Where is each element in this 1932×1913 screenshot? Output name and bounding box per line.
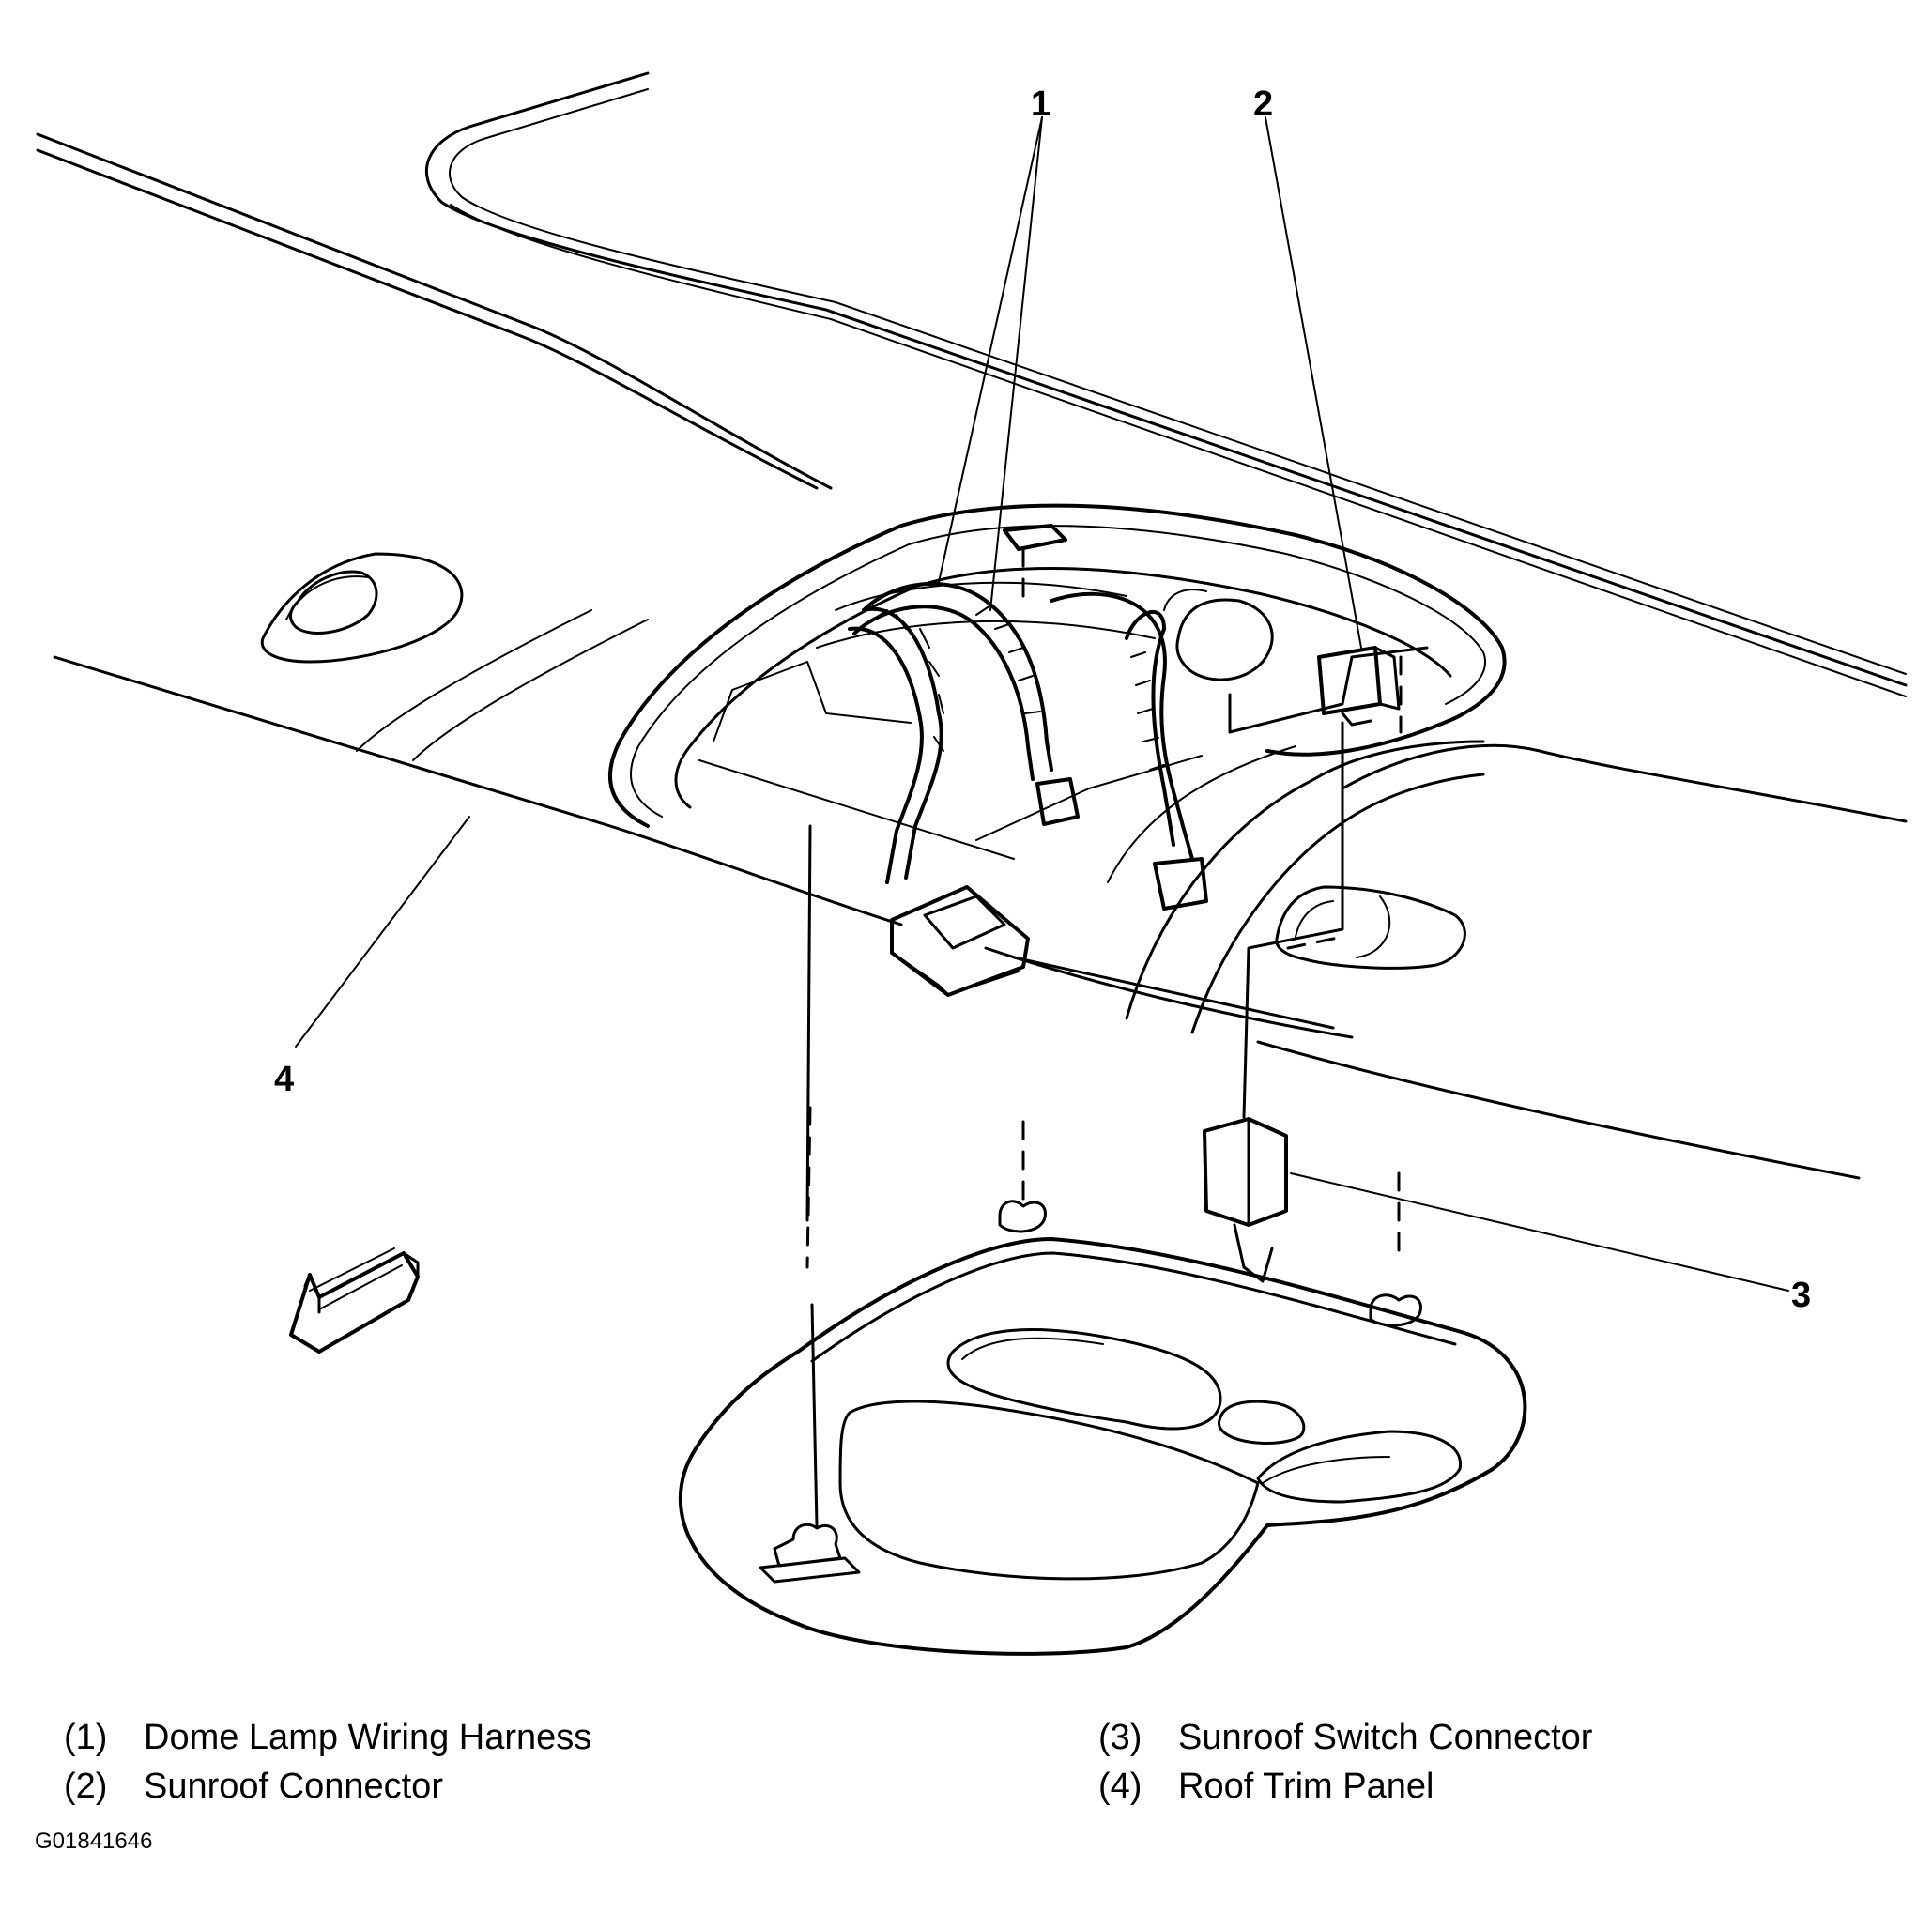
callout-2: 2 [1253, 84, 1273, 124]
callout-1: 1 [1031, 84, 1050, 124]
legend-item-4: (4) Roof Trim Panel [1098, 1767, 1434, 1807]
sunroof-connector [1317, 646, 1403, 734]
legend-item-number: (2) [64, 1767, 108, 1806]
legend-item-number: (4) [1098, 1767, 1142, 1806]
callout-4: 4 [274, 1060, 294, 1099]
legend-item-2: (2) Sunroof Connector [64, 1767, 443, 1807]
legend-item-text: Sunroof Switch Connector [1178, 1718, 1593, 1757]
legend-item-text: Roof Trim Panel [1178, 1767, 1434, 1806]
roof-trim-panel [36, 71, 1908, 1180]
leader-lines [295, 116, 1789, 1527]
console-opening [608, 503, 1507, 883]
callout-3: 3 [1791, 1276, 1811, 1315]
front-direction-arrow [289, 1247, 420, 1354]
figure-id: G01841646 [35, 1829, 153, 1854]
legend-item-text: Sunroof Connector [144, 1767, 443, 1806]
install-guides [759, 1120, 1422, 1584]
dome-lamp-wiring-harness [848, 581, 1208, 997]
legend-item-number: (3) [1098, 1718, 1142, 1757]
legend-item-number: (1) [64, 1718, 108, 1757]
legend-item-text: Dome Lamp Wiring Harness [144, 1718, 592, 1757]
legend-item-3: (3) Sunroof Switch Connector [1098, 1718, 1592, 1758]
overhead-console [678, 1237, 1527, 1656]
sunroof-switch-connector [1203, 1117, 1288, 1283]
legend-item-1: (1) Dome Lamp Wiring Harness [64, 1718, 591, 1758]
